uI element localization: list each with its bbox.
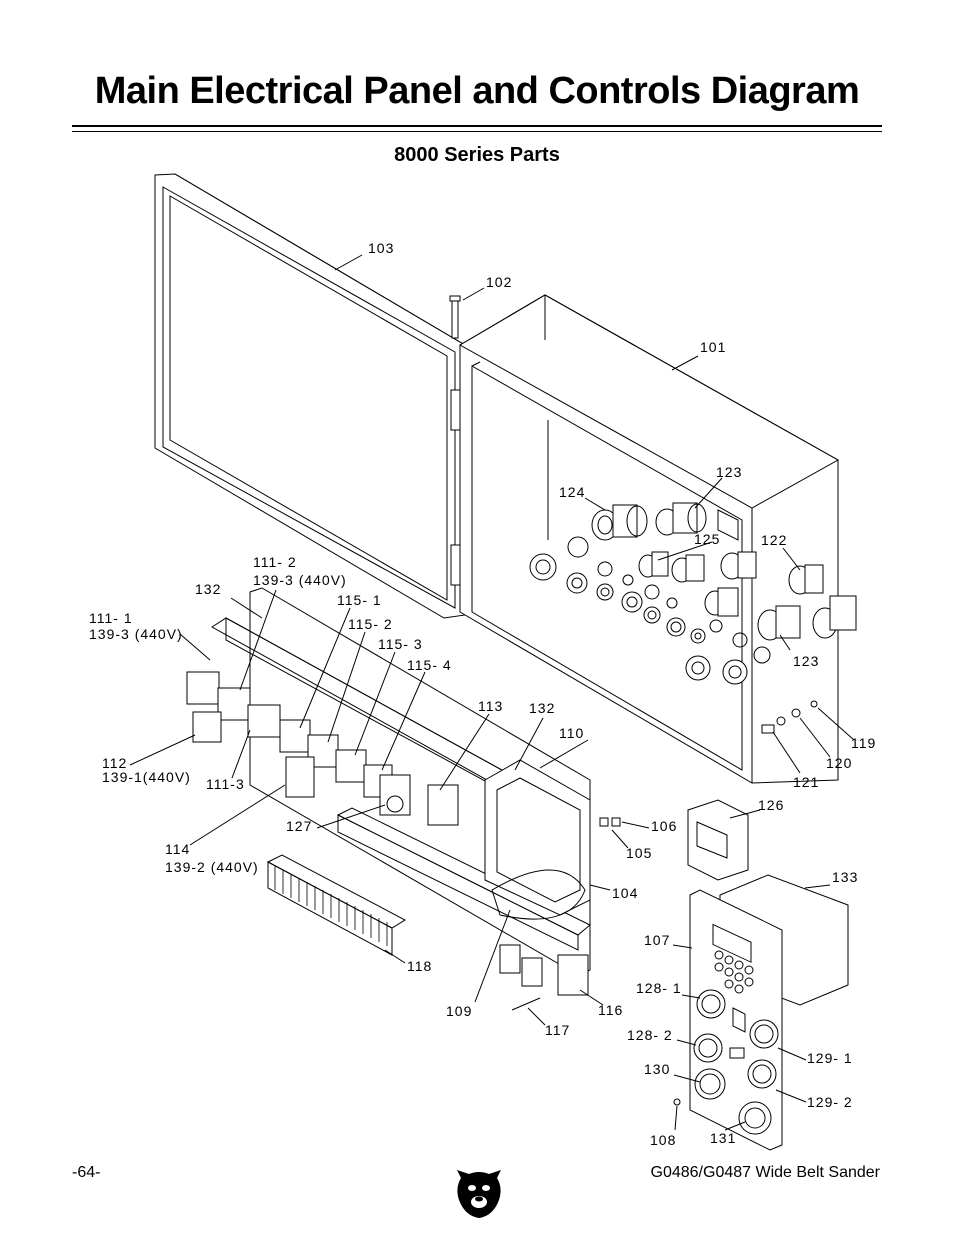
bear-logo-icon xyxy=(457,1170,501,1218)
callout-103: 103 xyxy=(368,240,394,256)
title-rule-thick xyxy=(72,125,882,127)
control-panel xyxy=(673,874,849,1151)
electrical-cabinet xyxy=(458,294,840,784)
callout-112: 112 xyxy=(102,755,127,771)
callout-114: 114 xyxy=(165,841,190,857)
terminal-strip xyxy=(266,854,407,956)
callout-120: 120 xyxy=(826,755,852,771)
callout-121: 121 xyxy=(793,774,819,790)
ground-hardware xyxy=(761,700,818,734)
callout-105: 105 xyxy=(626,845,652,861)
keypad xyxy=(714,950,754,994)
callout-129-1: 129- 1 xyxy=(807,1050,853,1066)
callout-112-note: 139-1(440V) xyxy=(102,769,191,785)
callout-127: 127 xyxy=(286,818,312,834)
callout-107: 107 xyxy=(644,932,670,948)
page-title: Main Electrical Panel and Controls Diagr… xyxy=(94,70,860,112)
display-unit xyxy=(687,799,749,881)
callout-122: 122 xyxy=(761,532,787,548)
callout-110: 110 xyxy=(559,725,584,741)
callout-labels: 103 102 101 123 124 125 122 123 119 120 … xyxy=(89,240,876,1148)
callout-124: 124 xyxy=(559,484,585,500)
callout-115-4: 115- 4 xyxy=(407,657,452,673)
callout-111-2: 111- 2 xyxy=(253,554,297,570)
callout-123-top: 123 xyxy=(716,464,742,480)
cable-glands xyxy=(529,502,857,685)
callout-132-right: 132 xyxy=(529,700,555,716)
callout-102: 102 xyxy=(486,274,512,290)
breaker-row xyxy=(186,671,459,826)
callout-133: 133 xyxy=(832,869,858,885)
callout-113: 113 xyxy=(478,698,503,714)
callout-106: 106 xyxy=(651,818,677,834)
section-subtitle: 8000 Series Parts xyxy=(394,144,560,166)
callout-115-3: 115- 3 xyxy=(378,636,423,652)
mounting-panel xyxy=(211,587,591,976)
title-rule-thin xyxy=(72,131,882,132)
callout-132-left: 132 xyxy=(195,581,221,597)
callout-114-note: 139-2 (440V) xyxy=(165,859,259,875)
callout-128-2: 128- 2 xyxy=(627,1027,673,1043)
callout-125: 125 xyxy=(694,531,720,547)
model-name: G0486/G0487 Wide Belt Sander xyxy=(650,1164,880,1181)
leader-lines xyxy=(129,254,855,1131)
callout-111-3: 111-3 xyxy=(206,776,245,792)
callout-130: 130 xyxy=(644,1061,670,1077)
callout-108: 108 xyxy=(650,1132,676,1148)
callout-119: 119 xyxy=(851,735,876,751)
callout-118: 118 xyxy=(407,958,432,974)
callout-109: 109 xyxy=(446,1003,472,1019)
page-number: -64- xyxy=(72,1164,101,1181)
callout-111-2-note: 139-3 (440V) xyxy=(253,572,347,588)
callout-104: 104 xyxy=(612,885,638,901)
callout-126: 126 xyxy=(758,797,784,813)
callout-129-2: 129- 2 xyxy=(807,1094,853,1110)
callout-128-1: 128- 1 xyxy=(636,980,682,996)
callout-117: 117 xyxy=(545,1022,570,1038)
panel-door xyxy=(154,173,466,619)
callout-111-1: 111- 1 xyxy=(89,610,133,626)
callout-115-2: 115- 2 xyxy=(348,616,393,632)
callout-115-1: 115- 1 xyxy=(337,592,382,608)
callout-101: 101 xyxy=(700,339,726,355)
callout-116: 116 xyxy=(598,1002,623,1018)
callout-111-1-note: 139-3 (440V) xyxy=(89,626,183,642)
lower-components xyxy=(499,817,621,1011)
callout-123-bottom: 123 xyxy=(793,653,819,669)
callout-131: 131 xyxy=(710,1130,736,1146)
